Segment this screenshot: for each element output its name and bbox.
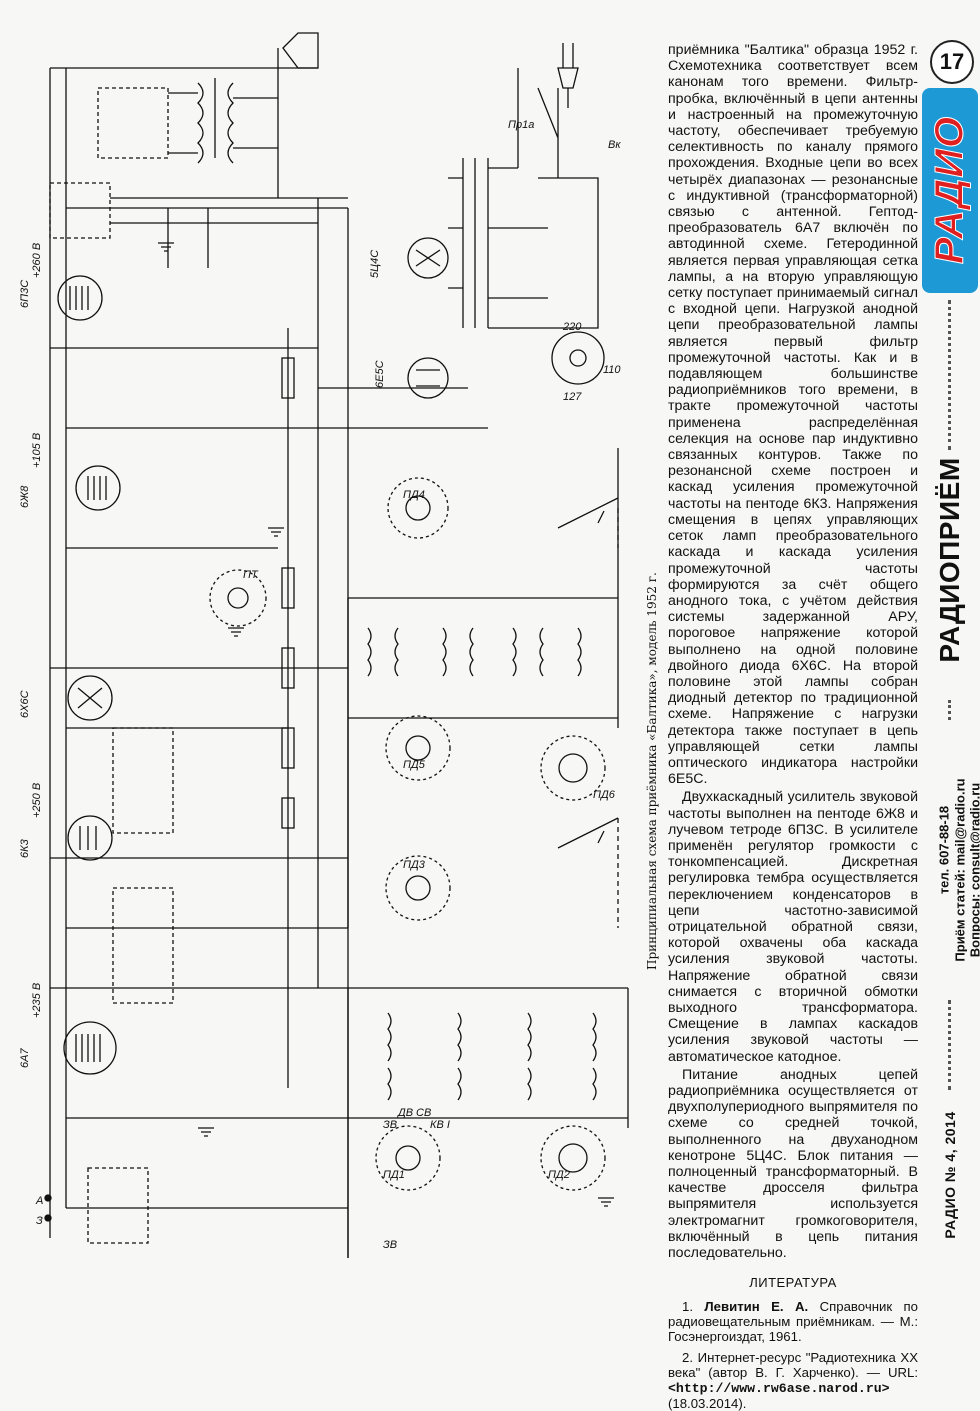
literature-title: ЛИТЕРАТУРА: [668, 1275, 918, 1291]
contact-phone: тел. 607-88-18: [937, 806, 952, 894]
svg-text:ПД2: ПД2: [548, 1169, 570, 1181]
lamp-6p3s: [58, 276, 102, 320]
svg-text:А: А: [35, 1195, 43, 1207]
reference-tail: (18.03.2014).: [668, 1396, 746, 1411]
if-coils: [348, 448, 618, 928]
lamp-6zh8: [76, 466, 120, 510]
page-number: 17: [930, 40, 974, 84]
lamp-6e5s: [408, 358, 448, 398]
power-transformer: [448, 68, 598, 328]
svg-text:Вк: Вк: [608, 139, 621, 151]
article-paragraph: Питание анодных цепей радиоприёмника осу…: [668, 1067, 918, 1261]
label-6p3s: 6П3С: [19, 280, 31, 308]
power-plug-icon: [558, 43, 578, 108]
tuning-capacitor-c2: [558, 818, 618, 848]
svg-text:127: 127: [563, 391, 582, 403]
reference-number: 2.: [682, 1350, 693, 1365]
sidebar-divider: [948, 700, 951, 720]
svg-text:ДВ: ДВ: [396, 1107, 413, 1119]
reference-url[interactable]: <http://www.rw6ase.narod.ru>: [668, 1381, 890, 1396]
lamp-6k3: [68, 816, 112, 860]
sidebar-divider: [948, 300, 951, 450]
svg-text:+260 В: +260 В: [31, 243, 43, 278]
voltage-selector: [552, 332, 604, 384]
svg-text:ПД4: ПД4: [403, 489, 425, 501]
svg-text:ПТ: ПТ: [243, 569, 259, 581]
svg-text:+235 В: +235 В: [31, 983, 43, 1018]
svg-text:ЗВ: ЗВ: [383, 1239, 397, 1251]
label-6a7: 6А7: [19, 1048, 31, 1068]
svg-text:СВ: СВ: [416, 1107, 431, 1119]
section-title: РАДИОПРИЁМ: [934, 457, 966, 662]
contact-email-articles: Приём статей: mail@radio.ru: [953, 778, 968, 961]
contact-email-questions: Вопросы: consult@radio.ru: [968, 783, 980, 957]
svg-text:ПД6: ПД6: [593, 789, 616, 801]
reference-text: Интернет-ресурс "Радиотехника XX века" (…: [668, 1350, 918, 1380]
label-6k3: 6К3: [19, 838, 31, 858]
svg-text:+250 В: +250 В: [31, 783, 43, 818]
figure-caption: Принципиальная схема приёмника «Балтика»…: [645, 450, 665, 970]
article-paragraph: приёмника "Балтика" образца 1952 г. Схем…: [668, 42, 918, 787]
magazine-logo-text: РАДИО: [928, 116, 973, 264]
lamp-5c4s: [408, 238, 448, 278]
reference-item: 1. Левитин Е. А. Справочник по радиовеща…: [668, 1299, 918, 1344]
reference-item: 2. Интернет-ресурс "Радиотехника XX века…: [668, 1350, 918, 1411]
svg-text:Пр1а: Пр1а: [508, 119, 534, 131]
svg-text:110: 110: [603, 364, 621, 376]
svg-text:КВ I: КВ I: [430, 1119, 450, 1131]
svg-text:ЗВ: ЗВ: [383, 1119, 397, 1131]
reference-author: Левитин Е. А.: [704, 1299, 808, 1314]
svg-text:З: З: [36, 1215, 43, 1227]
output-transformer: [98, 33, 318, 198]
reference-number: 1.: [682, 1299, 693, 1314]
sidebar-divider: [948, 1000, 951, 1090]
lamp-6kh6s: [68, 676, 112, 720]
svg-text:+105 В: +105 В: [31, 433, 43, 468]
svg-text:220: 220: [562, 321, 582, 333]
article-body: приёмника "Балтика" образца 1952 г. Схем…: [668, 42, 918, 1411]
svg-text:ПД5: ПД5: [403, 759, 426, 771]
circuit-schematic: 6П3С 6Ж8 6Х6С 6К3 6А7 5Ц4С 6Е5С +260 В +…: [18, 28, 668, 1264]
figure-caption-text: Принципиальная схема приёмника «Балтика»…: [645, 572, 659, 970]
switch-pd4: [388, 478, 448, 538]
label-6zh8: 6Ж8: [19, 485, 31, 508]
label-6kh6s: 6Х6С: [19, 690, 31, 718]
issue-label: РАДИО № 4, 2014: [942, 1111, 958, 1238]
speaker-icon: [283, 33, 318, 68]
label-6e5s: 6Е5С: [374, 360, 386, 388]
svg-text:ПД3: ПД3: [403, 859, 426, 871]
tuning-capacitor-c3: [558, 498, 618, 528]
svg-text:ПД1: ПД1: [383, 1169, 405, 1181]
label-5c4s: 5Ц4С: [369, 250, 381, 278]
article-paragraph: Двухкаскадный усилитель звуковой частоты…: [668, 789, 918, 1064]
lamp-6a7: [64, 1022, 116, 1074]
